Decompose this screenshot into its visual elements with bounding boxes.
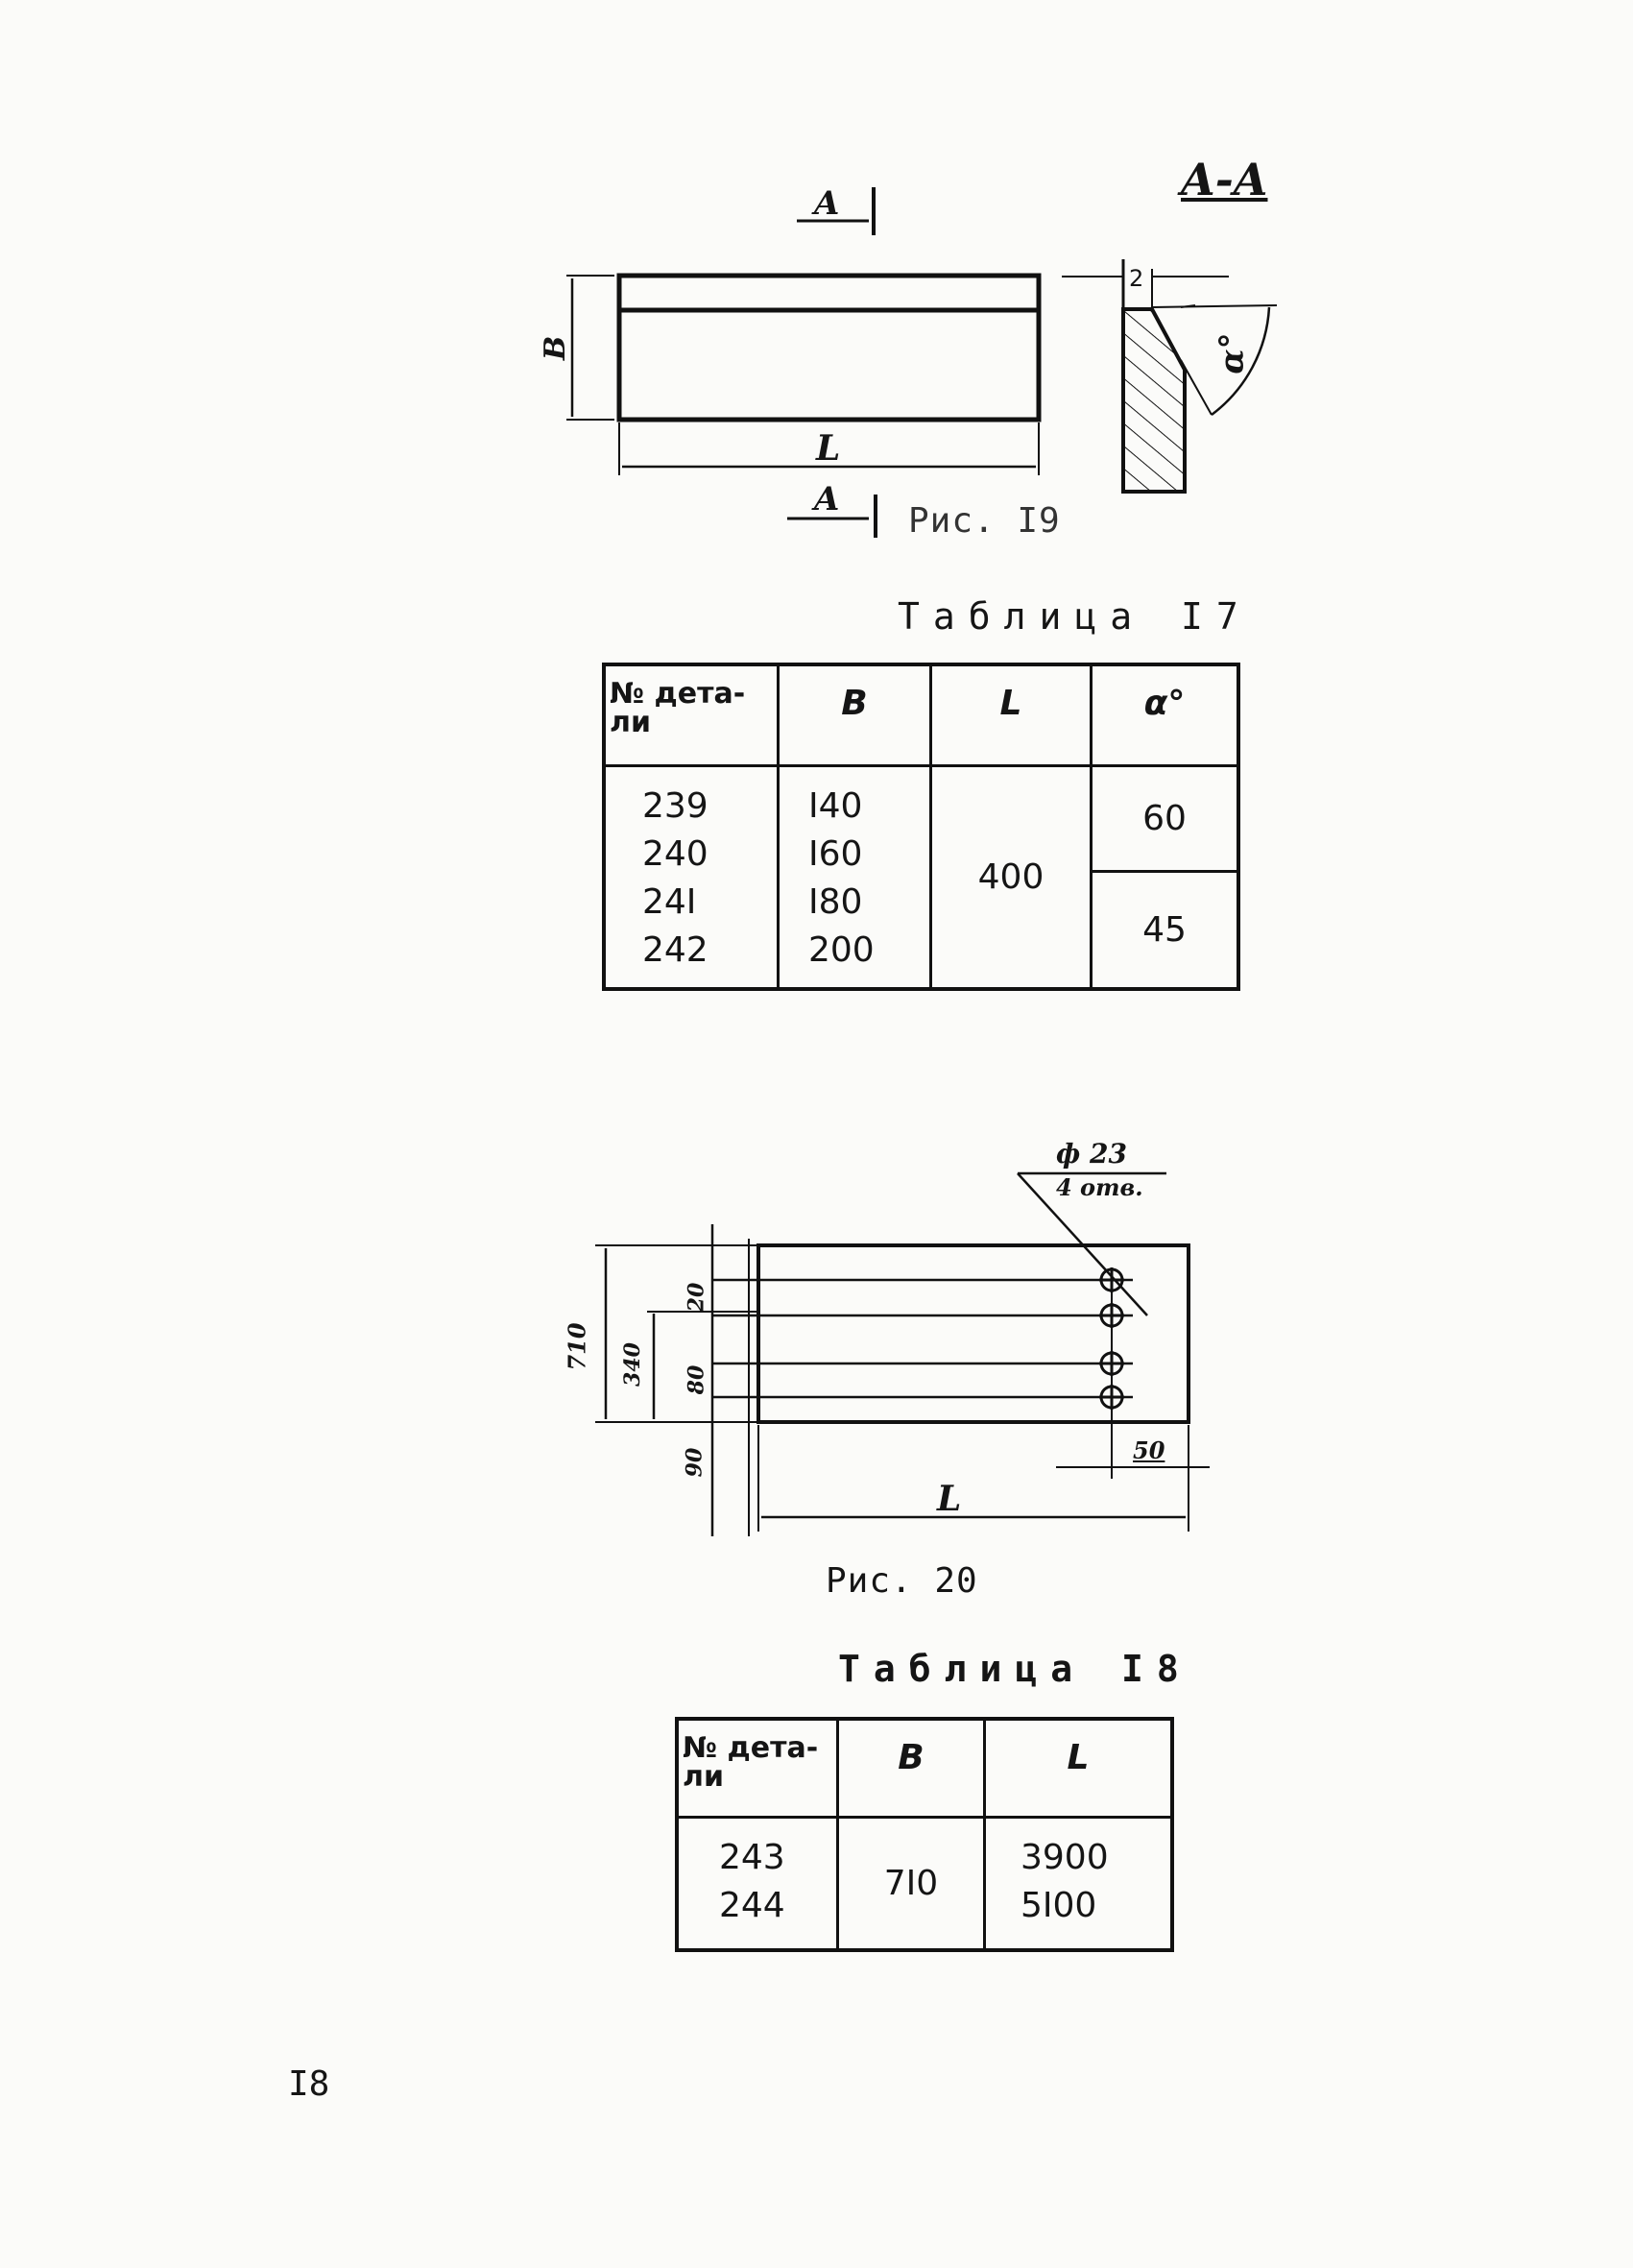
t17-parts-cell: 239 240 24I 242 bbox=[602, 763, 780, 991]
t17-header-part: № дета- ли bbox=[602, 663, 780, 767]
t18-parts-cell: 243 244 bbox=[675, 1815, 839, 1952]
beam-outline bbox=[756, 1243, 1190, 1424]
section-title: A-A bbox=[1181, 154, 1268, 205]
dim-length-label: L bbox=[816, 428, 841, 469]
table-row: 243 bbox=[719, 1837, 785, 1877]
t17-angle-cell-2: 45 bbox=[1090, 869, 1240, 991]
table-row: 5I00 bbox=[1021, 1885, 1097, 1925]
t18-l-cell: 3900 5I00 bbox=[983, 1815, 1174, 1952]
dim-chamfer-label: 2 bbox=[1129, 265, 1144, 292]
dim-height-label: B bbox=[539, 335, 573, 361]
figure-20-drawing bbox=[595, 1171, 1210, 1536]
t17-header-angle: α° bbox=[1090, 663, 1240, 767]
table-18-title: Таблица I8 bbox=[838, 1648, 1192, 1690]
hole-count-label: 4 отв. bbox=[1056, 1173, 1143, 1201]
dim-total-label: 710 bbox=[563, 1322, 591, 1371]
dim-inner-label: 340 bbox=[619, 1342, 645, 1387]
table-17-title: Таблица I7 bbox=[898, 595, 1252, 638]
section-marker-top: A bbox=[814, 184, 840, 223]
t17-b-cell: I40 I60 I80 200 bbox=[777, 763, 932, 991]
table-row: 3900 bbox=[1021, 1837, 1109, 1877]
page-number: I8 bbox=[288, 2064, 330, 2104]
plate-outline bbox=[616, 273, 1042, 422]
dim-mid-label: 80 bbox=[684, 1364, 709, 1395]
t17-header-l: L bbox=[929, 663, 1093, 767]
t18-header-b: B bbox=[836, 1717, 986, 1819]
section-marker-bottom: A bbox=[814, 480, 840, 519]
t18-b-cell: 7I0 bbox=[836, 1815, 986, 1952]
hole-diameter-label: ф 23 bbox=[1056, 1138, 1127, 1170]
figure-20-caption: Рис. 20 bbox=[826, 1561, 978, 1601]
section-profile bbox=[1121, 307, 1187, 494]
dim-bottom-label: 90 bbox=[682, 1447, 708, 1478]
dim-length-label-20: L bbox=[937, 1479, 962, 1519]
table-row: 239 bbox=[642, 785, 708, 826]
table-row: 244 bbox=[719, 1885, 785, 1925]
dim-top-label: 20 bbox=[684, 1282, 709, 1313]
table-18: № дета- ли B L 243 244 7I0 3900 5I00 bbox=[675, 1717, 1174, 1952]
dim-edge-label: 50 bbox=[1133, 1436, 1165, 1464]
angle-label: α° bbox=[1213, 332, 1252, 374]
t17-angle-cell-1: 60 bbox=[1090, 763, 1240, 873]
figure-19-caption: Рис. I9 bbox=[908, 501, 1061, 541]
table-row: 24I bbox=[642, 881, 697, 922]
table-row: I40 bbox=[808, 785, 863, 826]
table-row: 200 bbox=[808, 929, 875, 970]
table-row: I60 bbox=[808, 833, 863, 874]
t18-header-l: L bbox=[983, 1717, 1174, 1819]
table-row: 242 bbox=[642, 929, 708, 970]
table-row: 240 bbox=[642, 833, 708, 874]
table-17: № дета- ли B L α° 239 240 24I 242 I40 I6… bbox=[602, 663, 1240, 991]
table-row: I80 bbox=[808, 881, 863, 922]
t18-header-part: № дета- ли bbox=[675, 1717, 839, 1819]
figure-19-drawing bbox=[566, 187, 1278, 538]
t17-l-cell: 400 bbox=[929, 763, 1093, 991]
t17-header-b: B bbox=[777, 663, 932, 767]
